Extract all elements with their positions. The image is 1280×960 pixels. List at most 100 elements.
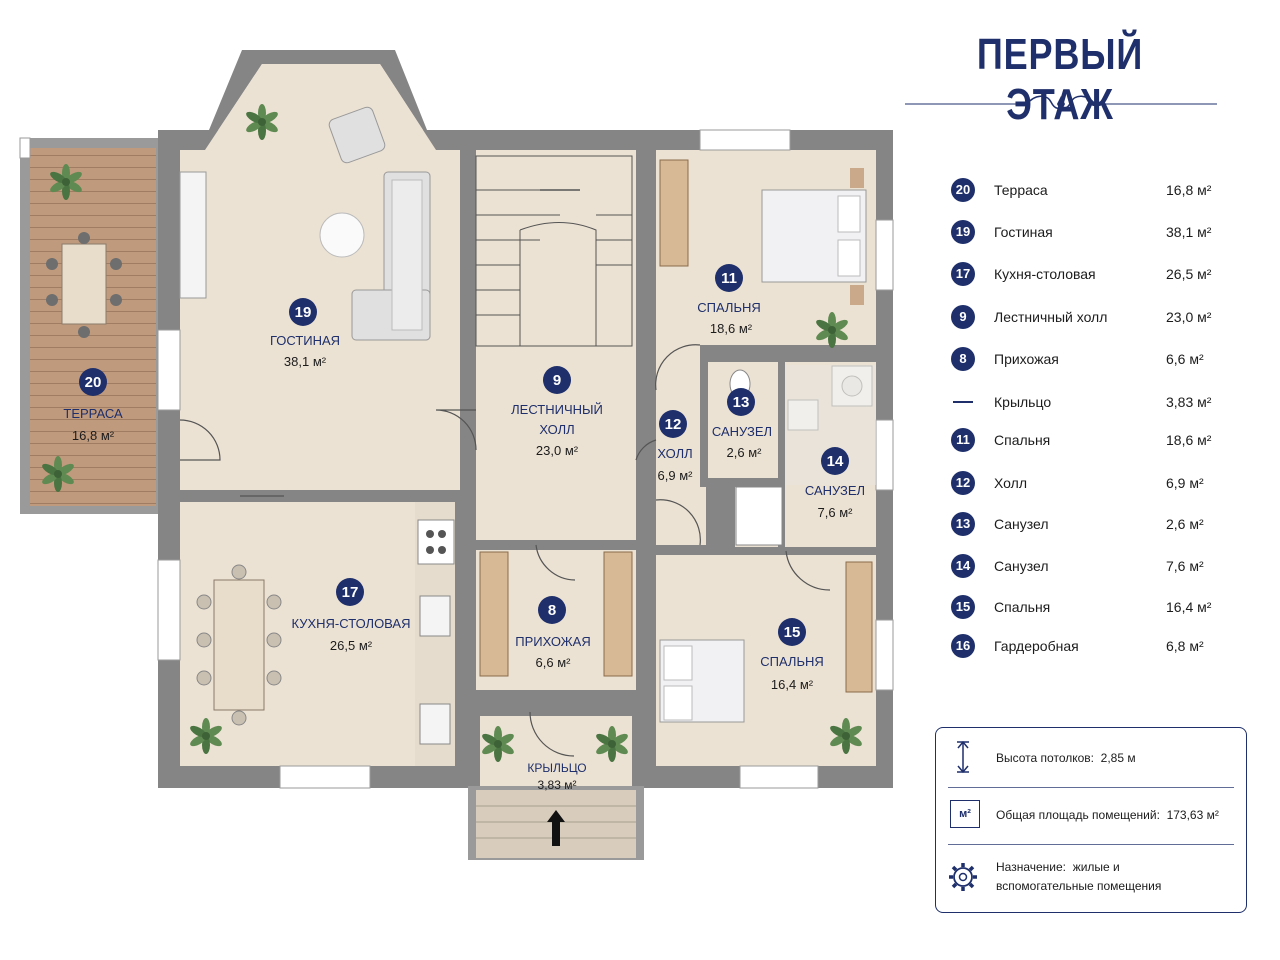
svg-text:ХОЛЛ: ХОЛЛ: [539, 422, 574, 437]
doors: [179, 344, 831, 757]
bay-window-wall: [158, 50, 460, 150]
info-separator: [948, 844, 1234, 845]
legend-row: 9 Лестничный холл 23,0 м²: [948, 305, 1238, 331]
svg-text:8: 8: [548, 602, 556, 619]
svg-text:9: 9: [553, 372, 561, 389]
legend-room-name: Спальня: [994, 599, 1051, 615]
ceiling-height-label: Высота потолков:: [996, 751, 1094, 765]
area-icon: м²: [950, 800, 980, 828]
total-area-row: м² Общая площадь помещений: 173,63 м²: [936, 798, 1246, 838]
svg-text:15: 15: [784, 624, 801, 641]
svg-text:ЛЕСТНИЧНЫЙ: ЛЕСТНИЧНЫЙ: [511, 402, 603, 417]
legend-number-badge: 13: [951, 512, 975, 536]
legend-number-badge: 17: [951, 262, 975, 286]
legend-room-area: 16,4 м²: [1166, 599, 1212, 615]
svg-text:18,6 м²: 18,6 м²: [710, 321, 753, 336]
svg-text:2,6 м²: 2,6 м²: [727, 445, 763, 460]
svg-text:6,6 м²: 6,6 м²: [536, 655, 572, 670]
kitchen-furniture: [196, 519, 455, 745]
room-12-label: 12 ХОЛЛ 6,9 м²: [657, 410, 693, 483]
terrace-furniture: [46, 232, 122, 338]
svg-text:ТЕРРАСА: ТЕРРАСА: [63, 406, 123, 421]
total-area-value: 173,63 м²: [1166, 808, 1219, 822]
svg-text:СПАЛЬНЯ: СПАЛЬНЯ: [760, 654, 824, 669]
room-14-label: 14 САНУЗЕЛ 7,6 м²: [805, 447, 865, 520]
legend-room-area: 7,6 м²: [1166, 558, 1204, 574]
gear-icon: [949, 863, 977, 891]
legend-room-area: 26,5 м²: [1166, 266, 1212, 282]
room-20-label: 20 ТЕРРАСА 16,8 м²: [63, 368, 123, 443]
legend-number-badge: 15: [951, 595, 975, 619]
svg-text:САНУЗЕЛ: САНУЗЕЛ: [805, 483, 865, 498]
legend-room-area: 2,6 м²: [1166, 516, 1204, 532]
legend-room-name: Прихожая: [994, 351, 1059, 367]
legend-room-area: 6,6 м²: [1166, 351, 1204, 367]
legend-number-badge: 8: [951, 347, 975, 371]
legend-row: 14 Санузел 7,6 м²: [948, 554, 1238, 580]
svg-text:ХОЛЛ: ХОЛЛ: [657, 446, 692, 461]
svg-text:11: 11: [721, 270, 737, 287]
room-19-label: 19 ГОСТИНАЯ 38,1 м²: [270, 298, 340, 369]
svg-text:6,9 м²: 6,9 м²: [658, 468, 694, 483]
legend-room-name: Санузел: [994, 558, 1049, 574]
height-arrows-icon: [957, 740, 969, 774]
purpose-label: Назначение:: [996, 860, 1067, 874]
legend-number-badge: 11: [951, 428, 975, 452]
windows: [19, 129, 894, 789]
svg-text:19: 19: [295, 304, 312, 321]
terrace: [20, 138, 160, 514]
bedroom-furniture: [479, 159, 873, 723]
floor-plan: 20 ТЕРРАСА 16,8 м² 19 ГОСТИНАЯ 38,1 м² 9…: [19, 50, 894, 860]
legend-room-area: 6,9 м²: [1166, 475, 1204, 491]
room-9-label: 9 ЛЕСТНИЧНЫЙ ХОЛЛ 23,0 м²: [511, 366, 603, 458]
legend-room-area: 6,8 м²: [1166, 638, 1204, 654]
svg-text:26,5 м²: 26,5 м²: [330, 638, 373, 653]
legend-room-area: 3,83 м²: [1166, 394, 1212, 410]
ceiling-height-row: Высота потолков: 2,85 м: [936, 738, 1246, 778]
legend-room-name: Лестничный холл: [994, 309, 1108, 325]
living-room-furniture: [179, 106, 431, 341]
svg-text:КРЫЛЬЦО: КРЫЛЬЦО: [527, 761, 586, 775]
room-15-label: 15 СПАЛЬНЯ 16,4 м²: [760, 618, 824, 692]
legend-number-badge: 9: [951, 305, 975, 329]
legend-number-badge: 14: [951, 554, 975, 578]
legend-number-badge: 20: [951, 178, 975, 202]
svg-text:17: 17: [342, 584, 359, 601]
purpose-row: Назначение: жилые и вспомогательные поме…: [936, 854, 1246, 904]
legend-room-name: Терраса: [994, 182, 1048, 198]
legend-row: 12 Холл 6,9 м²: [948, 471, 1238, 497]
legend-room-area: 23,0 м²: [1166, 309, 1212, 325]
room-13-label: 13 САНУЗЕЛ 2,6 м²: [712, 388, 772, 460]
legend-room-area: 16,8 м²: [1166, 182, 1212, 198]
purpose-value-1: жилые и: [1072, 860, 1120, 874]
info-box: Высота потолков: 2,85 м м² Общая площадь…: [935, 727, 1247, 913]
ornament-divider: [905, 95, 1217, 112]
legend-row: 8 Прихожая 6,6 м²: [948, 347, 1238, 373]
legend-room-name: Спальня: [994, 432, 1051, 448]
legend-number-badge: 19: [951, 220, 975, 244]
legend-number-badge: 12: [951, 471, 975, 495]
legend-number-badge: 16: [951, 634, 975, 658]
legend-row: 13 Санузел 2,6 м²: [948, 512, 1238, 538]
room-8-label: 8 ПРИХОЖАЯ 6,6 м²: [515, 596, 591, 670]
total-area-label: Общая площадь помещений:: [996, 808, 1160, 822]
svg-text:12: 12: [665, 416, 682, 433]
porch: [468, 712, 644, 860]
staircase: [475, 155, 633, 347]
legend-room-name: Холл: [994, 475, 1027, 491]
interior-walls: [180, 130, 876, 712]
svg-text:38,1 м²: 38,1 м²: [284, 354, 327, 369]
room-11-label: 11 СПАЛЬНЯ 18,6 м²: [697, 264, 761, 336]
svg-text:СПАЛЬНЯ: СПАЛЬНЯ: [697, 300, 761, 315]
legend-room-name: Санузел: [994, 516, 1049, 532]
svg-text:7,6 м²: 7,6 м²: [818, 505, 854, 520]
purpose-value-2: вспомогательные помещения: [996, 879, 1162, 893]
svg-text:23,0 м²: 23,0 м²: [536, 443, 579, 458]
ceiling-height-value: 2,85 м: [1100, 751, 1136, 765]
svg-text:КУХНЯ-СТОЛОВАЯ: КУХНЯ-СТОЛОВАЯ: [292, 616, 411, 631]
legend-room-name: Кухня-столовая: [994, 266, 1096, 282]
legend-dash-marker: [953, 401, 973, 403]
